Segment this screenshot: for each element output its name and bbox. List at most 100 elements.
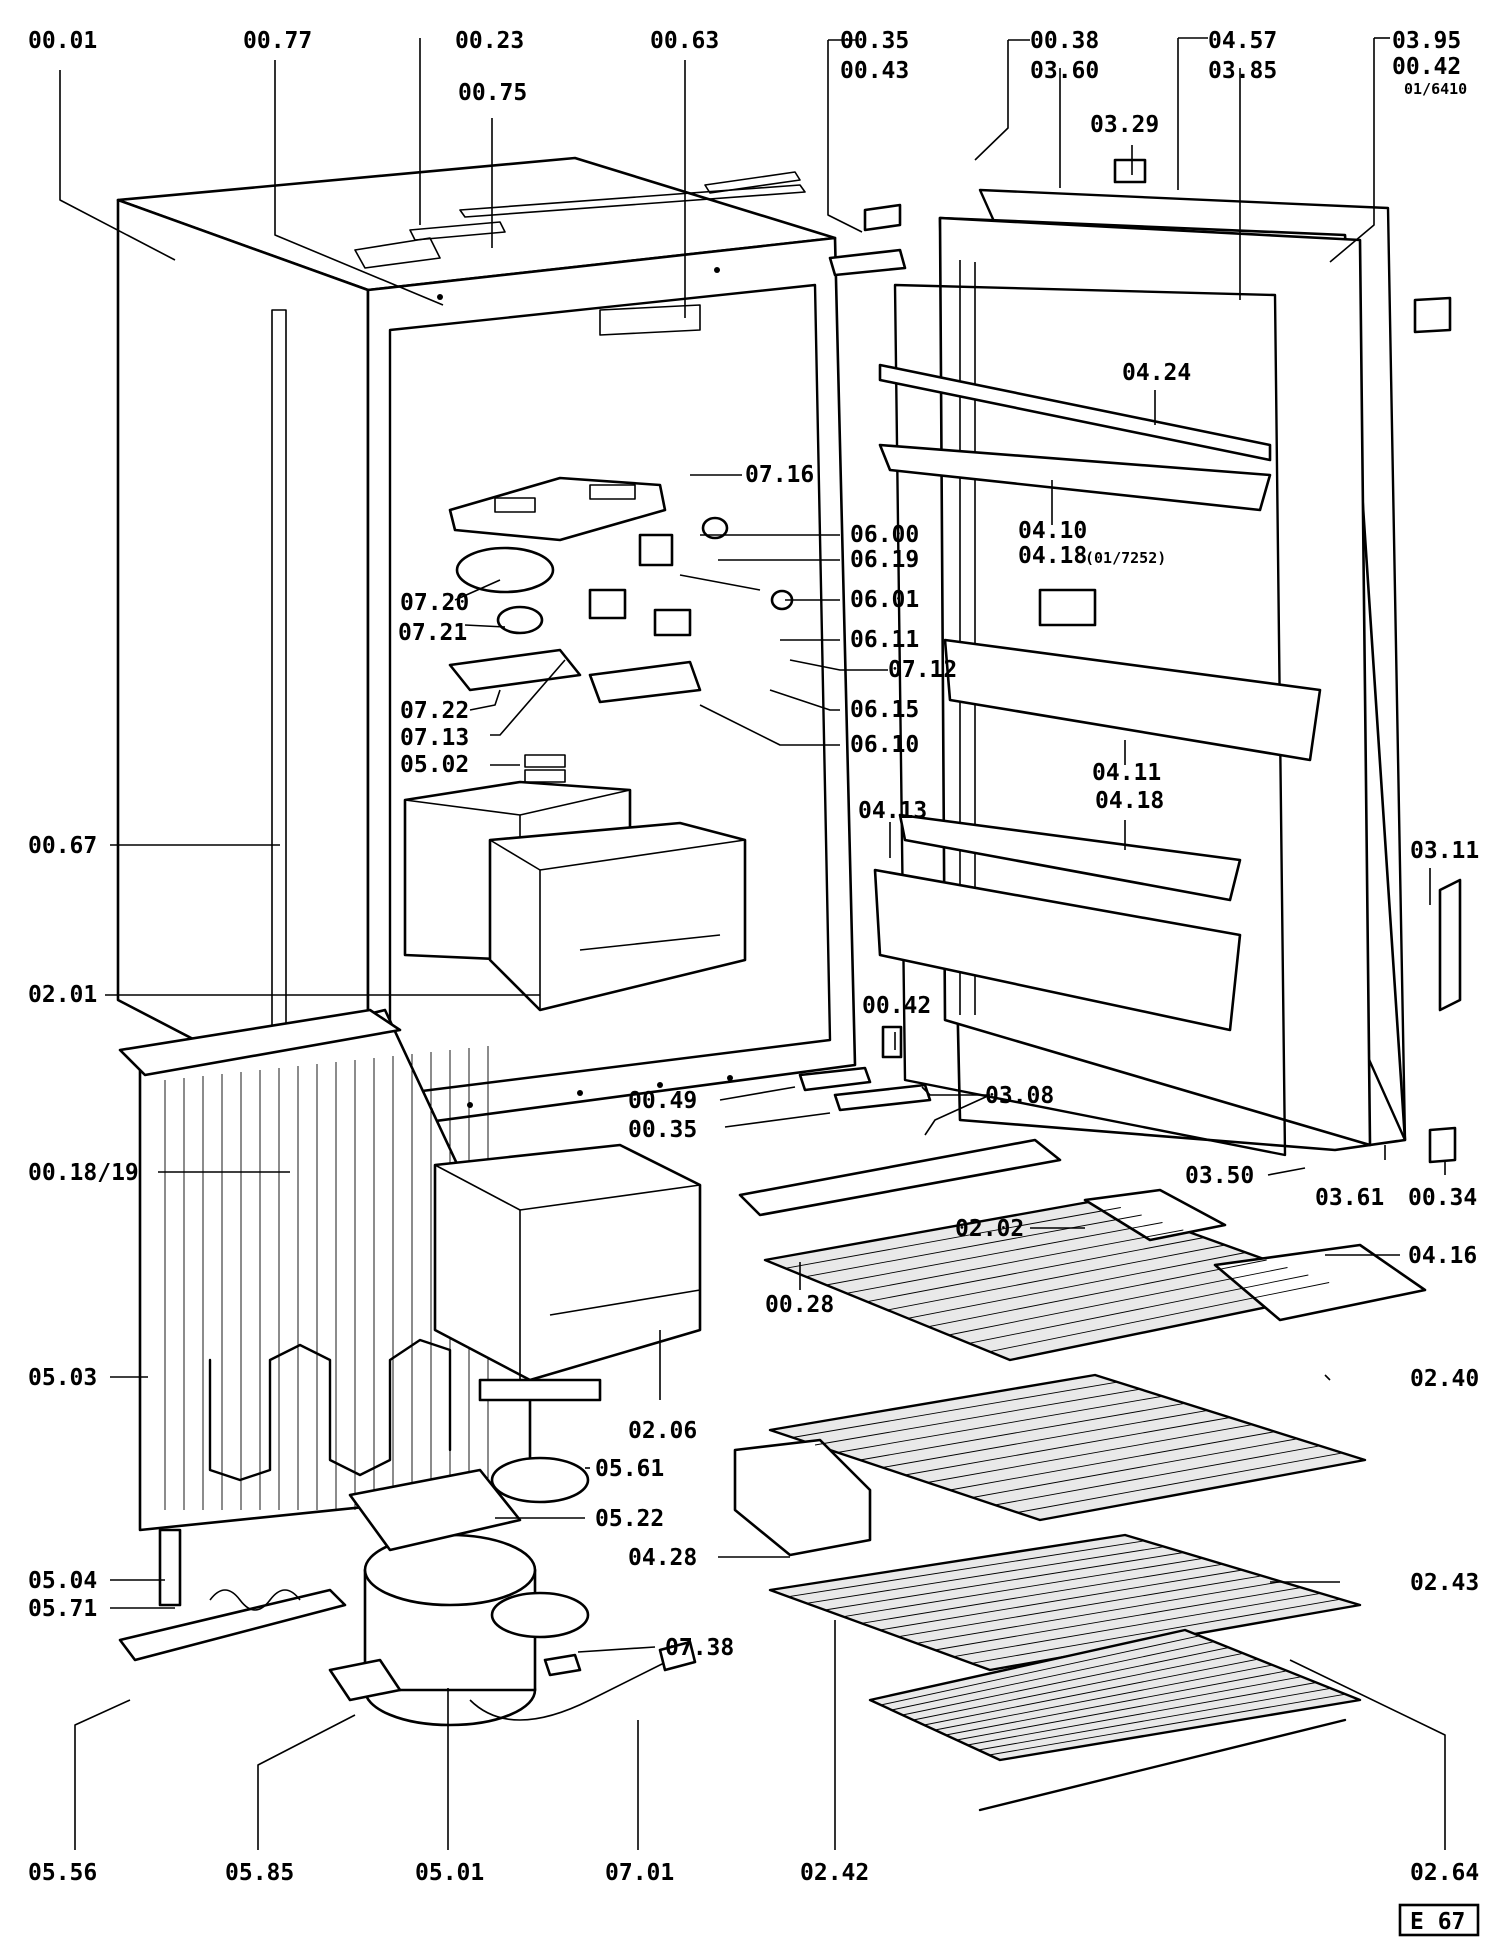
label-00-42-top: 00.42 (1392, 54, 1461, 80)
label-00-01: 00.01 (28, 28, 97, 54)
door (873, 158, 1462, 1164)
power-cable (469, 1659, 671, 1721)
shelf-rib (880, 1635, 1200, 1706)
shelf-rib (972, 1438, 1298, 1498)
label-06-15: 06.15 (850, 697, 919, 723)
drawing-code-box: E 67 (1398, 1903, 1480, 1937)
label-07-13: 07.13 (400, 725, 469, 751)
label-00-18-19: 00.18/19 (28, 1160, 139, 1186)
label-07-01: 07.01 (605, 1860, 674, 1886)
lamp-cover (455, 546, 555, 594)
shelf-rib (953, 1592, 1321, 1658)
thermostat-plate (588, 660, 702, 704)
door-shelf-1 (878, 443, 1272, 512)
label-05-71: 05.71 (28, 1596, 97, 1622)
relay (543, 1653, 582, 1677)
label-04-57: 04.57 (1208, 28, 1277, 54)
label-07-12: 07.12 (888, 657, 957, 683)
label-06-01: 06.01 (850, 587, 919, 613)
shelf-rib (924, 1658, 1259, 1726)
label-02-43: 02.43 (1410, 1570, 1479, 1596)
shelf-rib (945, 1670, 1288, 1736)
label-00-35-top: 00.35 (840, 28, 909, 54)
plug (658, 1640, 697, 1672)
light-housing (448, 476, 667, 542)
shelf-rib (879, 1569, 1243, 1631)
thermostat (638, 533, 674, 567)
lamp-holder (588, 588, 627, 620)
label-02-40: 02.40 (1410, 1366, 1479, 1392)
label-03-50: 03.50 (1185, 1163, 1254, 1189)
label-04-24: 04.24 (1122, 360, 1191, 386)
label-03-61: 03.61 (1315, 1185, 1384, 1211)
butter-dish (1083, 1188, 1227, 1242)
shelf-rib (1017, 1452, 1343, 1513)
spring (209, 1589, 301, 1611)
label-00-75: 00.75 (458, 80, 527, 106)
label-00-43: 00.43 (840, 58, 909, 84)
shelf-rib (904, 1417, 1231, 1476)
light-bracket (599, 304, 701, 336)
label-04-18-top: 04.18 (1018, 543, 1087, 569)
door-dairy-lid (1038, 588, 1097, 627)
label-03-08: 03.08 (985, 1083, 1054, 1109)
small-box (733, 1438, 872, 1557)
label-05-03: 05.03 (28, 1365, 97, 1391)
shelf-rib (814, 1388, 1141, 1446)
label-03-29: 03.29 (1090, 112, 1159, 138)
label-02-01: 02.01 (28, 982, 97, 1008)
label-05-01: 05.01 (415, 1860, 484, 1886)
door-shelf-2 (943, 638, 1322, 762)
leader-lines (59, 37, 1446, 1850)
hinge-cover (1438, 878, 1462, 1012)
label-07-16: 07.16 (745, 462, 814, 488)
shelf-trim (978, 1718, 1347, 1812)
label-00-38: 00.38 (1030, 28, 1099, 54)
condenser-tube (208, 1338, 452, 1482)
label-04-28: 04.28 (628, 1545, 697, 1571)
shelf-rib (956, 1676, 1302, 1741)
shelf-rib (843, 1557, 1204, 1618)
switch (653, 608, 692, 637)
top-rail-2 (704, 171, 801, 194)
drier-tube (158, 1528, 182, 1607)
label-05-56: 05.56 (28, 1860, 97, 1886)
compressor-top-cover (348, 1468, 522, 1552)
shelf-rib (846, 1229, 1184, 1294)
shelf-rib (826, 1222, 1163, 1286)
label-03-60: 03.60 (1030, 58, 1099, 84)
shelf-rib (989, 1693, 1346, 1756)
shelf-lower-left (768, 1533, 1362, 1672)
label-02-06: 02.06 (628, 1418, 697, 1444)
condenser (118, 1008, 532, 1532)
label-04-10: 04.10 (1018, 518, 1087, 544)
shelves (733, 1138, 1427, 1812)
label-04-16: 04.16 (1408, 1243, 1477, 1269)
shelf-rib (859, 1402, 1186, 1461)
label-00-28: 00.28 (765, 1292, 834, 1318)
label-00-35-lower: 00.35 (628, 1117, 697, 1143)
label-04-11: 04.11 (1092, 760, 1161, 786)
label-06-00: 06.00 (850, 522, 919, 548)
door-shelf-top (878, 363, 1272, 462)
label-03-95: 03.95 (1392, 28, 1461, 54)
shelf-rib (949, 1431, 1276, 1491)
top-bracket (118, 1008, 402, 1077)
crisper-drawer-upper (488, 821, 747, 1012)
label-07-22: 07.22 (400, 698, 469, 724)
shelf-rib (891, 1641, 1215, 1711)
shelf-rib (805, 1214, 1142, 1278)
crisper-drawer-lower (433, 1143, 702, 1382)
shelf-rib (887, 1244, 1226, 1311)
label-05-22: 05.22 (595, 1506, 664, 1532)
door-bottle-shelf (873, 868, 1242, 1032)
label-04-18-sub: (01/7252) (1085, 549, 1166, 567)
label-06-11: 06.11 (850, 627, 919, 653)
shelf-rib (837, 1395, 1163, 1453)
label-00-77: 00.77 (243, 28, 312, 54)
label-02-64: 02.64 (1410, 1860, 1479, 1886)
label-05-61: 05.61 (595, 1456, 664, 1482)
shelf-rib (989, 1282, 1330, 1353)
top-bracket-1 (354, 237, 441, 269)
shelf-rib (824, 1552, 1184, 1611)
